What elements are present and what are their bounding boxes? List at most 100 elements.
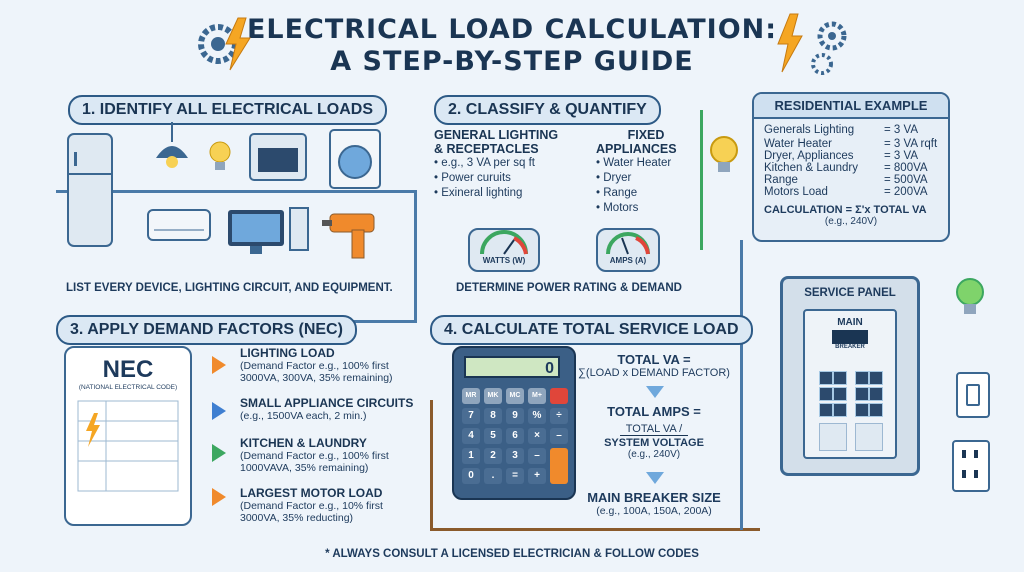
wire [430, 528, 760, 531]
example-row: Range= 500VA [764, 174, 928, 186]
total-va-label: TOTAL VA = [617, 352, 691, 367]
panel-main-label: MAIN [837, 317, 863, 328]
gear-bolt-icon-right [777, 13, 847, 75]
example-row: Generals Lighting= 3 VA [764, 124, 918, 136]
calculator: 0 MR MK MC M+ 7 8 9 % ÷ 4 5 6 × – 1 2 3 … [452, 346, 576, 500]
demand-item-small-appliance: SMALL APPLIANCE CIRCUITS (e.g., 1500VA e… [240, 396, 414, 422]
general-item: • Exineral lighting [434, 187, 523, 199]
general-title-1: GENERAL LIGHTING [434, 128, 559, 142]
fixed-item: • Motors [596, 202, 639, 214]
nec-document: NEC (NATIONAL ELECTRICAL CODE) [64, 346, 192, 526]
amps-meter: AMPS (A) [596, 228, 660, 272]
panel-inner: MAIN BREAKER [803, 309, 897, 459]
example-row: Motors Load= 200VA [764, 186, 928, 198]
total-amps-denominator: SYSTEM VOLTAGE [604, 437, 704, 449]
arrow-icon [212, 444, 226, 462]
calc-key: 5 [484, 428, 502, 444]
example-row: Kitchen & Laundry= 800VA [764, 162, 928, 174]
step2-title: 2. CLASSIFY & QUANTIFY [434, 95, 661, 125]
arrow-icon [212, 402, 226, 420]
step2-caption: DETERMINE POWER RATING & DEMAND [456, 282, 682, 294]
gear-bolt-icon-left [198, 17, 251, 71]
wire [56, 190, 416, 193]
example-calc-line: CALCULATION = Σ'x TOTAL VA [764, 204, 927, 216]
lightbulb-icon [710, 136, 738, 172]
blank-slot [819, 423, 847, 451]
calc-key: 2 [484, 448, 502, 464]
main-breaker-switch [832, 330, 868, 344]
wire [414, 190, 417, 320]
calc-key: MK [484, 388, 502, 404]
document-lines-icon [77, 400, 179, 492]
breaker-switch [833, 403, 847, 417]
total-va-block: TOTAL VA = ∑(LOAD x DEMAND FACTOR) [574, 352, 734, 379]
demand-item-lighting: LIGHTING LOAD (Demand Factor e.g., 100% … [240, 346, 393, 384]
fixed-appliances-block: FIXED APPLIANCES • Water Heater • Dryer … [596, 128, 696, 216]
panel-breaker-label: BREAKER [835, 344, 865, 350]
fixed-title-2: APPLIANCES [596, 142, 677, 156]
calculator-display: 0 [464, 356, 560, 378]
calc-key: 9 [506, 408, 524, 424]
demand-item-motor: LARGEST MOTOR LOAD (Demand Factor e.g., … [240, 486, 383, 524]
example-calc-note: (e.g., 240V) [824, 216, 878, 227]
calc-key: – [550, 428, 568, 444]
breaker-switch [819, 403, 833, 417]
calc-key: 6 [506, 428, 524, 444]
wire [340, 320, 417, 323]
service-panel: SERVICE PANEL MAIN BREAKER [780, 276, 920, 476]
total-amps-block: TOTAL AMPS = TOTAL VA / SYSTEM VOLTAGE (… [574, 404, 734, 460]
green-bulb-icon [956, 278, 984, 314]
calc-key: 1 [462, 448, 480, 464]
appliances-illustration [67, 122, 381, 259]
fixed-item: • Dryer [596, 172, 632, 184]
watts-meter: WATTS (W) [468, 228, 540, 272]
amps-label: AMPS (A) [609, 256, 647, 265]
calc-key: + [528, 468, 546, 484]
main-breaker-title: MAIN BREAKER SIZE [587, 490, 721, 505]
arrow-icon [212, 488, 226, 506]
residential-example-card: RESIDENTIAL EXAMPLE Generals Lighting= 3… [752, 92, 950, 242]
breaker-switch [819, 387, 833, 401]
footer-note: * ALWAYS CONSULT A LICENSED ELECTRICIAN … [325, 548, 699, 560]
calc-key: MC [506, 388, 524, 404]
meter-gauge-icon [606, 232, 650, 255]
breaker-switch [833, 387, 847, 401]
main-breaker-note: (e.g., 100A, 150A, 200A) [596, 505, 712, 517]
page-title-line1: ELECTRICAL LOAD CALCULATION: [246, 14, 778, 45]
calc-key: 3 [506, 448, 524, 464]
fixed-item: • Water Heater [596, 157, 672, 169]
breaker-switch [869, 387, 883, 401]
total-amps-label: TOTAL AMPS = [607, 404, 701, 419]
outlet-icon [952, 440, 990, 492]
calc-key: MR [462, 388, 480, 404]
wire [430, 400, 433, 530]
arrow-icon [212, 356, 226, 374]
step3-title: 3. APPLY DEMAND FACTORS (NEC) [56, 315, 357, 345]
general-item: • e.g., 3 VA per sq ft [434, 157, 535, 169]
calc-key: ÷ [550, 408, 568, 424]
light-switch-icon [956, 372, 990, 418]
calc-key: % [528, 408, 546, 424]
step4-title: 4. CALCULATE TOTAL SERVICE LOAD [430, 315, 753, 345]
example-title: RESIDENTIAL EXAMPLE [754, 94, 948, 119]
calc-key: 8 [484, 408, 502, 424]
calc-key [550, 388, 568, 404]
breaker-switch [855, 387, 869, 401]
wire [740, 240, 743, 530]
calc-key: 0 [462, 468, 480, 484]
fixed-item: • Range [596, 187, 638, 199]
calc-key [550, 448, 568, 484]
breaker-switch [833, 371, 847, 385]
fixed-title-1: FIXED [627, 128, 665, 142]
total-amps-note: (e.g., 240V) [627, 449, 681, 460]
wire [700, 110, 703, 250]
example-row: Dryer, Appliances= 3 VA [764, 150, 918, 162]
step1-caption: LIST EVERY DEVICE, LIGHTING CIRCUIT, AND… [66, 282, 393, 294]
calc-key: . [484, 468, 502, 484]
demand-item-kitchen: KITCHEN & LAUNDRY (Demand Factor e.g., 1… [240, 436, 389, 474]
total-va-formula: ∑(LOAD x DEMAND FACTOR) [578, 367, 730, 379]
general-item: • Power curuits [434, 172, 511, 184]
nec-doc-title: NEC [102, 356, 154, 383]
general-lighting-block: GENERAL LIGHTING & RECEPTACLES • e.g., 3… [434, 128, 584, 201]
panel-title: SERVICE PANEL [804, 287, 896, 299]
